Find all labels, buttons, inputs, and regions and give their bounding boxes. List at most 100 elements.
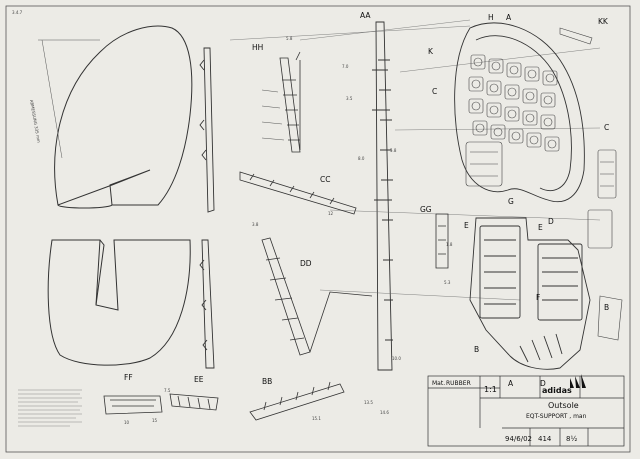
label-cc: CC xyxy=(320,175,330,184)
forefoot-lug xyxy=(529,135,539,145)
dim-6: 8.0 xyxy=(358,156,365,161)
label-ff: FF xyxy=(124,373,133,382)
label-d-bottom: D xyxy=(540,379,546,388)
dim-8: 12 xyxy=(328,211,334,216)
forefoot-lug xyxy=(489,83,499,93)
label-kk: KK xyxy=(598,17,609,26)
label-b-left: B xyxy=(474,345,479,354)
heel-sections xyxy=(559,27,623,341)
dim-10: 15.1 xyxy=(312,416,321,421)
label-f: F xyxy=(536,293,540,302)
forefoot-lug xyxy=(507,87,517,97)
dimension-labels: 5.8 7.0 3.5 13.5 5.8 8.0 3.8 12 10.0 15.… xyxy=(124,36,453,425)
forefoot-lug xyxy=(491,61,501,71)
dim-7: 3.8 xyxy=(252,222,259,227)
label-hh: HH xyxy=(252,43,263,52)
sole-dim-line xyxy=(38,39,100,159)
forefoot-lug-frame xyxy=(490,124,506,140)
dim-9: 10.0 xyxy=(392,356,401,361)
label-ee: EE xyxy=(194,375,204,384)
corner-note: 3.4.7 xyxy=(12,10,23,15)
forefoot-lug xyxy=(493,127,503,137)
forefoot-lug-frame xyxy=(472,120,488,136)
hh-arrows xyxy=(261,89,285,141)
label-aa: AA xyxy=(360,11,371,20)
outsole-heel xyxy=(469,217,591,370)
dim-12: 7.5 xyxy=(164,388,171,393)
forefoot-lug-frame xyxy=(504,106,520,122)
section-bb xyxy=(249,381,345,421)
sole-outline-top xyxy=(54,25,193,209)
forefoot-lug-frame xyxy=(542,70,558,86)
forefoot-lug xyxy=(473,57,483,67)
date-code: 94/6/02 xyxy=(505,435,532,443)
side-profile-left xyxy=(199,47,215,369)
sole-length-text: ABMESSUNG 335 mm xyxy=(29,99,42,143)
label-g: G xyxy=(508,197,514,206)
label-k: K xyxy=(428,47,434,56)
forefoot-lug xyxy=(471,101,481,111)
forefoot-lug-frame xyxy=(468,76,484,92)
label-d-top: D xyxy=(548,217,554,226)
forefoot-lug-frame xyxy=(506,62,522,78)
forefoot-lug xyxy=(543,95,553,105)
notes-block xyxy=(18,389,82,427)
label-gg: GG xyxy=(420,205,432,214)
label-bb: BB xyxy=(262,377,272,386)
forefoot-lug xyxy=(471,79,481,89)
dim-5: 5.8 xyxy=(390,148,397,153)
dim-13: 15 xyxy=(152,418,158,423)
dim-4: 13.5 xyxy=(364,400,373,405)
forefoot-lug-frame xyxy=(504,84,520,100)
dim-1: 5.8 xyxy=(286,36,293,41)
section-dd xyxy=(261,237,373,356)
forefoot-lug-frame xyxy=(468,98,484,114)
forefoot-lug xyxy=(525,113,535,123)
forefoot-lug xyxy=(509,65,519,75)
forefoot-lug xyxy=(525,91,535,101)
section-labels: AA HH KK CC DD GG BB FF EE A A B B C C D… xyxy=(124,11,609,388)
forefoot-lug-frame xyxy=(522,88,538,104)
forefoot-lug-frame xyxy=(524,66,540,82)
scale-value: 1:1 xyxy=(484,385,497,394)
forefoot-lug-frame xyxy=(540,114,556,130)
aa-extension-lines xyxy=(229,19,601,301)
forefoot-lug xyxy=(545,73,555,83)
forefoot-lug-frame xyxy=(544,136,560,152)
adidas-logo-icon xyxy=(570,374,586,388)
section-ff xyxy=(103,395,163,415)
section-cc xyxy=(239,171,357,215)
forefoot-lug xyxy=(547,139,557,149)
forefoot-lug-frame xyxy=(486,80,502,96)
dim-2: 7.0 xyxy=(342,64,349,69)
label-a-top: A xyxy=(506,13,512,22)
outsole-forefoot xyxy=(454,22,585,202)
size-value: 8½ xyxy=(566,435,577,443)
forefoot-lug-frame xyxy=(486,102,502,118)
forefoot-lugs xyxy=(468,54,560,152)
forefoot-lug xyxy=(475,123,485,133)
drawing-title: Outsole xyxy=(548,401,579,410)
label-a-bottom: A xyxy=(508,379,514,388)
forefoot-lug xyxy=(511,131,521,141)
label-c-left: C xyxy=(432,87,437,96)
section-hh xyxy=(279,51,301,153)
forefoot-lug-frame xyxy=(526,132,542,148)
forefoot-lug-frame xyxy=(540,92,556,108)
dim-11: 14.6 xyxy=(380,410,389,415)
label-e-right: E xyxy=(538,223,543,232)
brand-text: adidas xyxy=(542,386,572,395)
drawing-number: 414 xyxy=(538,435,552,443)
dim-16: 5.3 xyxy=(444,280,451,285)
label-c-right: C xyxy=(604,123,609,132)
dim-14: 10 xyxy=(124,420,130,425)
sole-outline-bottom xyxy=(47,239,191,366)
forefoot-cells xyxy=(465,141,617,199)
sheet-border xyxy=(5,5,631,453)
section-gg xyxy=(435,213,449,269)
forefoot-lug-frame xyxy=(488,58,504,74)
label-h: H xyxy=(488,13,494,22)
forefoot-lug xyxy=(543,117,553,127)
